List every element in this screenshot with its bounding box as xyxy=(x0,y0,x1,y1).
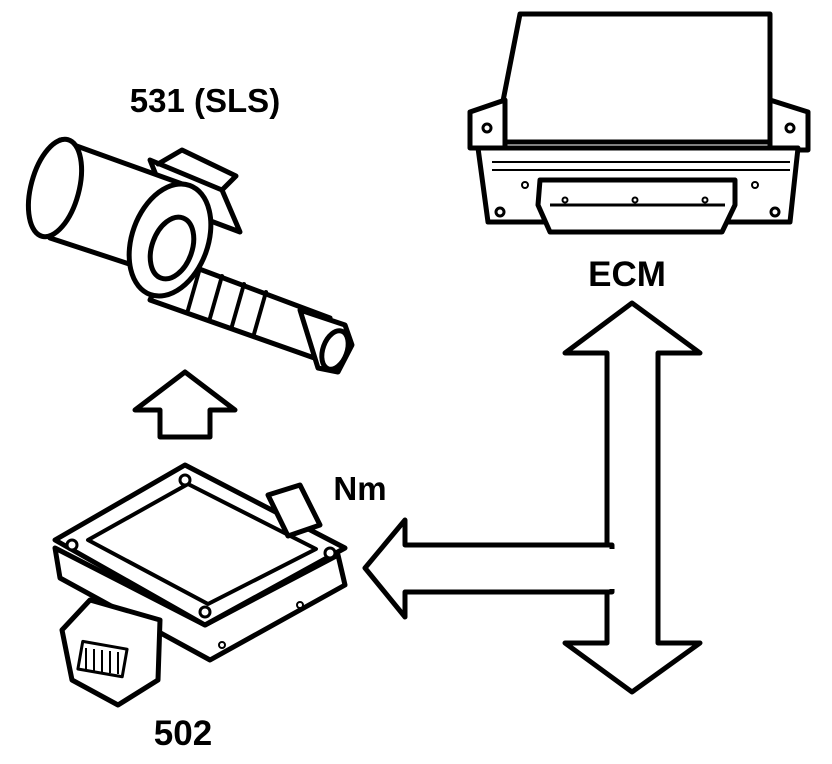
label-ecm: ECM xyxy=(588,255,666,294)
module-502-side-connector xyxy=(265,482,323,539)
ecm-top-face xyxy=(492,11,773,145)
label-531-sls: 531 (SLS) xyxy=(130,82,280,119)
label-502: 502 xyxy=(154,714,212,753)
arrow-joint xyxy=(604,549,655,589)
up-arrow-icon xyxy=(132,369,238,440)
left-arrow-icon xyxy=(362,517,615,620)
sls-sensor-end-cap xyxy=(25,136,85,240)
sls-sensor xyxy=(25,136,355,375)
ecm-unit xyxy=(467,11,811,235)
control-module-502 xyxy=(52,462,348,708)
label-nm: Nm xyxy=(333,470,386,507)
bidirectional-arrow-icon xyxy=(562,300,703,695)
module-502-top-face xyxy=(52,462,348,628)
